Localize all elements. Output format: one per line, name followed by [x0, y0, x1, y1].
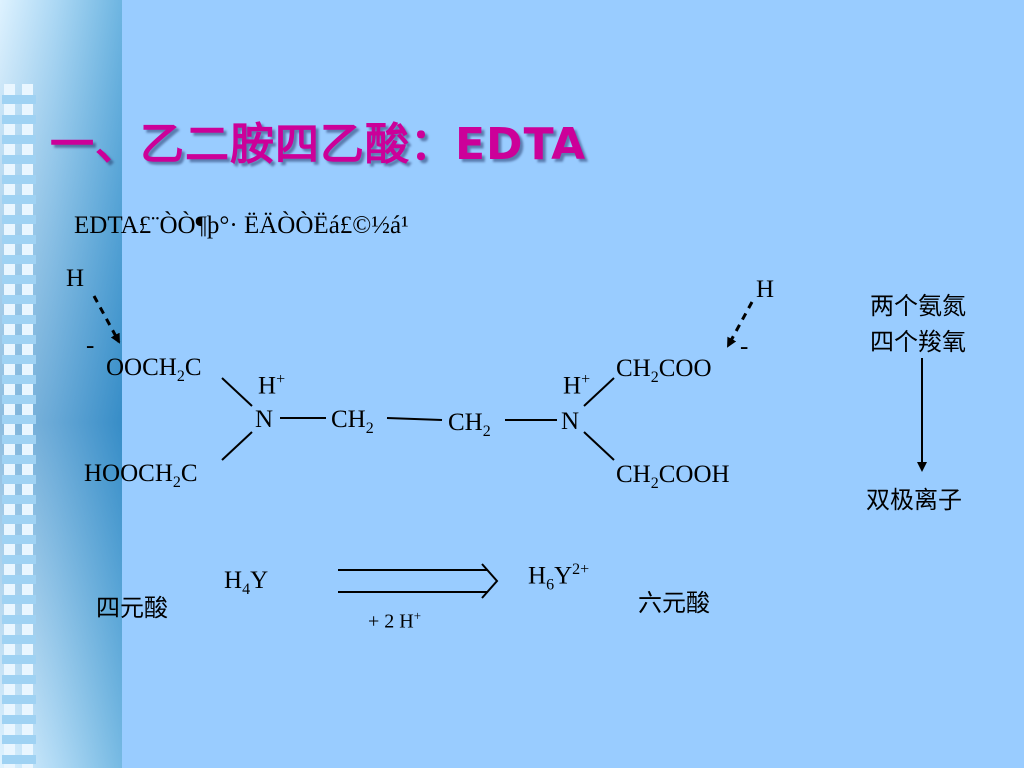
- group-ch2coo-right: CH2COO: [616, 355, 712, 386]
- equilibrium-arrow-head: [481, 563, 499, 599]
- note-carboxyl-oxygens: 四个羧氧: [870, 328, 966, 356]
- charge-minus-left: -: [86, 332, 95, 359]
- sidebar-square-gaps: [2, 84, 36, 768]
- bond-lower-right: [583, 431, 615, 461]
- charge-minus-right: -: [740, 333, 749, 360]
- group-ch2-a: CH2: [331, 406, 374, 437]
- atom-n-left: N: [255, 406, 274, 433]
- group-ch2cooh-right: CH2COOH: [616, 461, 730, 492]
- sidebar-decoration: [0, 0, 122, 768]
- label-h-plus-right: H+: [563, 371, 591, 400]
- atom-n-right: N: [561, 408, 580, 435]
- slide-subtitle: EDTA£¨ÒÒ¶þ°· ËÄÒÒËá£©½á¹: [74, 212, 409, 239]
- bond-lower-left: [221, 431, 253, 461]
- label-hexaprotic-acid: 六元酸: [638, 589, 710, 617]
- bond-upper-right: [583, 377, 615, 407]
- label-tetraprotic-acid: 四元酸: [96, 594, 168, 622]
- group-hooch2c-left: HOOCH2C: [84, 460, 198, 491]
- bond-upper-left: [221, 377, 253, 407]
- label-h-right: H: [756, 276, 775, 303]
- slide-title: 一、乙二胺四乙酸：EDTA: [50, 119, 587, 170]
- group-ch2-b: CH2: [448, 409, 491, 440]
- group-ooch2c-left: OOCH2C: [106, 354, 202, 385]
- reaction-condition: + 2 H+: [368, 608, 422, 633]
- formula-h4y: H4Y: [224, 567, 269, 598]
- label-h-left: H: [66, 265, 85, 292]
- dashed-arrow-right: [726, 301, 754, 348]
- formula-h6y2plus: H6Y2+: [528, 561, 590, 594]
- note-zwitterion: 双极离子: [866, 486, 962, 514]
- note-amine-nitrogens: 两个氨氮: [870, 292, 966, 320]
- dashed-arrow-left: [92, 295, 121, 344]
- bond-ch2-ch2: [386, 417, 443, 421]
- label-h-plus-left: H+: [258, 371, 286, 400]
